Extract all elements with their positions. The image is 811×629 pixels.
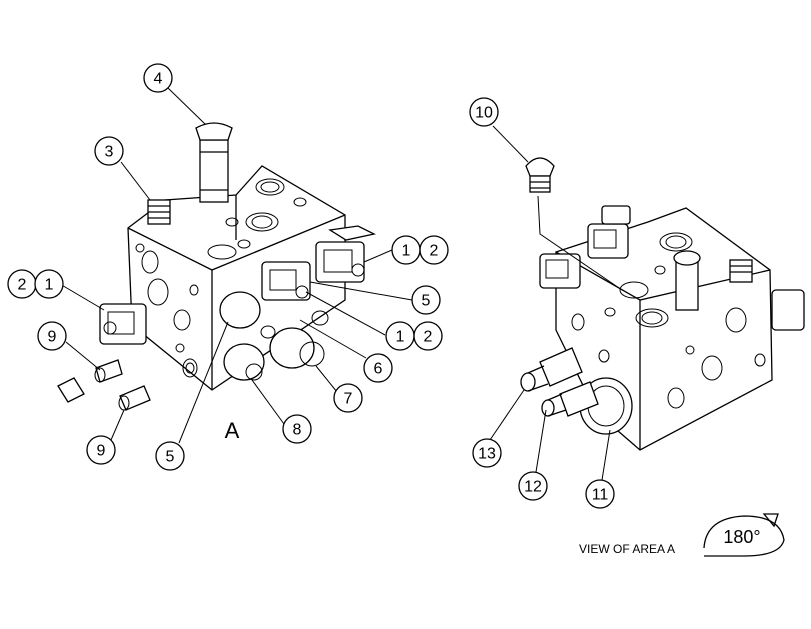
- callout-2-top: 2: [419, 235, 449, 265]
- callout-2-mid: 2: [413, 321, 443, 351]
- svg-text:13: 13: [478, 446, 496, 463]
- callout-1-left: 1: [34, 269, 64, 299]
- callout-4: 4: [143, 63, 173, 93]
- svg-text:2: 2: [18, 277, 27, 294]
- callout-2-left: 2: [7, 269, 37, 299]
- svg-text:10: 10: [475, 105, 493, 122]
- callout-3: 3: [94, 136, 124, 166]
- svg-text:8: 8: [293, 422, 302, 439]
- svg-text:9: 9: [97, 443, 106, 460]
- svg-text:1: 1: [402, 243, 411, 260]
- callout-1-top: 1: [391, 235, 421, 265]
- callout-11: 11: [585, 479, 615, 509]
- svg-text:3: 3: [105, 144, 114, 161]
- svg-text:2: 2: [430, 243, 439, 260]
- right-valve-block: [520, 157, 805, 451]
- svg-text:1: 1: [45, 277, 54, 294]
- rotation-indicator: 180°: [703, 513, 785, 557]
- callout-8: 8: [282, 414, 312, 444]
- view-of-area-label: VIEW OF AREA A: [579, 542, 675, 556]
- left-valve-block: [57, 122, 376, 411]
- rotation-label: 180°: [723, 527, 760, 547]
- callout-5-right: 5: [411, 285, 441, 315]
- svg-text:5: 5: [422, 293, 431, 310]
- callout-12: 12: [518, 471, 548, 501]
- callout-9-bottom: 9: [86, 435, 116, 465]
- svg-text:6: 6: [374, 361, 383, 378]
- callout-13: 13: [472, 438, 502, 468]
- svg-text:11: 11: [592, 487, 609, 504]
- svg-text:4: 4: [154, 71, 163, 88]
- callout-5-bottom: 5: [155, 441, 185, 471]
- leader-lines: [59, 87, 623, 481]
- callout-7: 7: [333, 383, 363, 413]
- svg-text:7: 7: [344, 391, 353, 408]
- callout-6: 6: [363, 353, 393, 383]
- svg-text:9: 9: [48, 329, 57, 346]
- callout-10: 10: [469, 97, 499, 127]
- callout-1-mid: 1: [385, 321, 415, 351]
- svg-text:1: 1: [396, 329, 405, 346]
- svg-text:5: 5: [166, 449, 175, 466]
- callout-9-top: 9: [37, 321, 67, 351]
- svg-text:12: 12: [524, 479, 542, 496]
- svg-text:2: 2: [424, 329, 433, 346]
- area-a-label: A: [225, 418, 240, 443]
